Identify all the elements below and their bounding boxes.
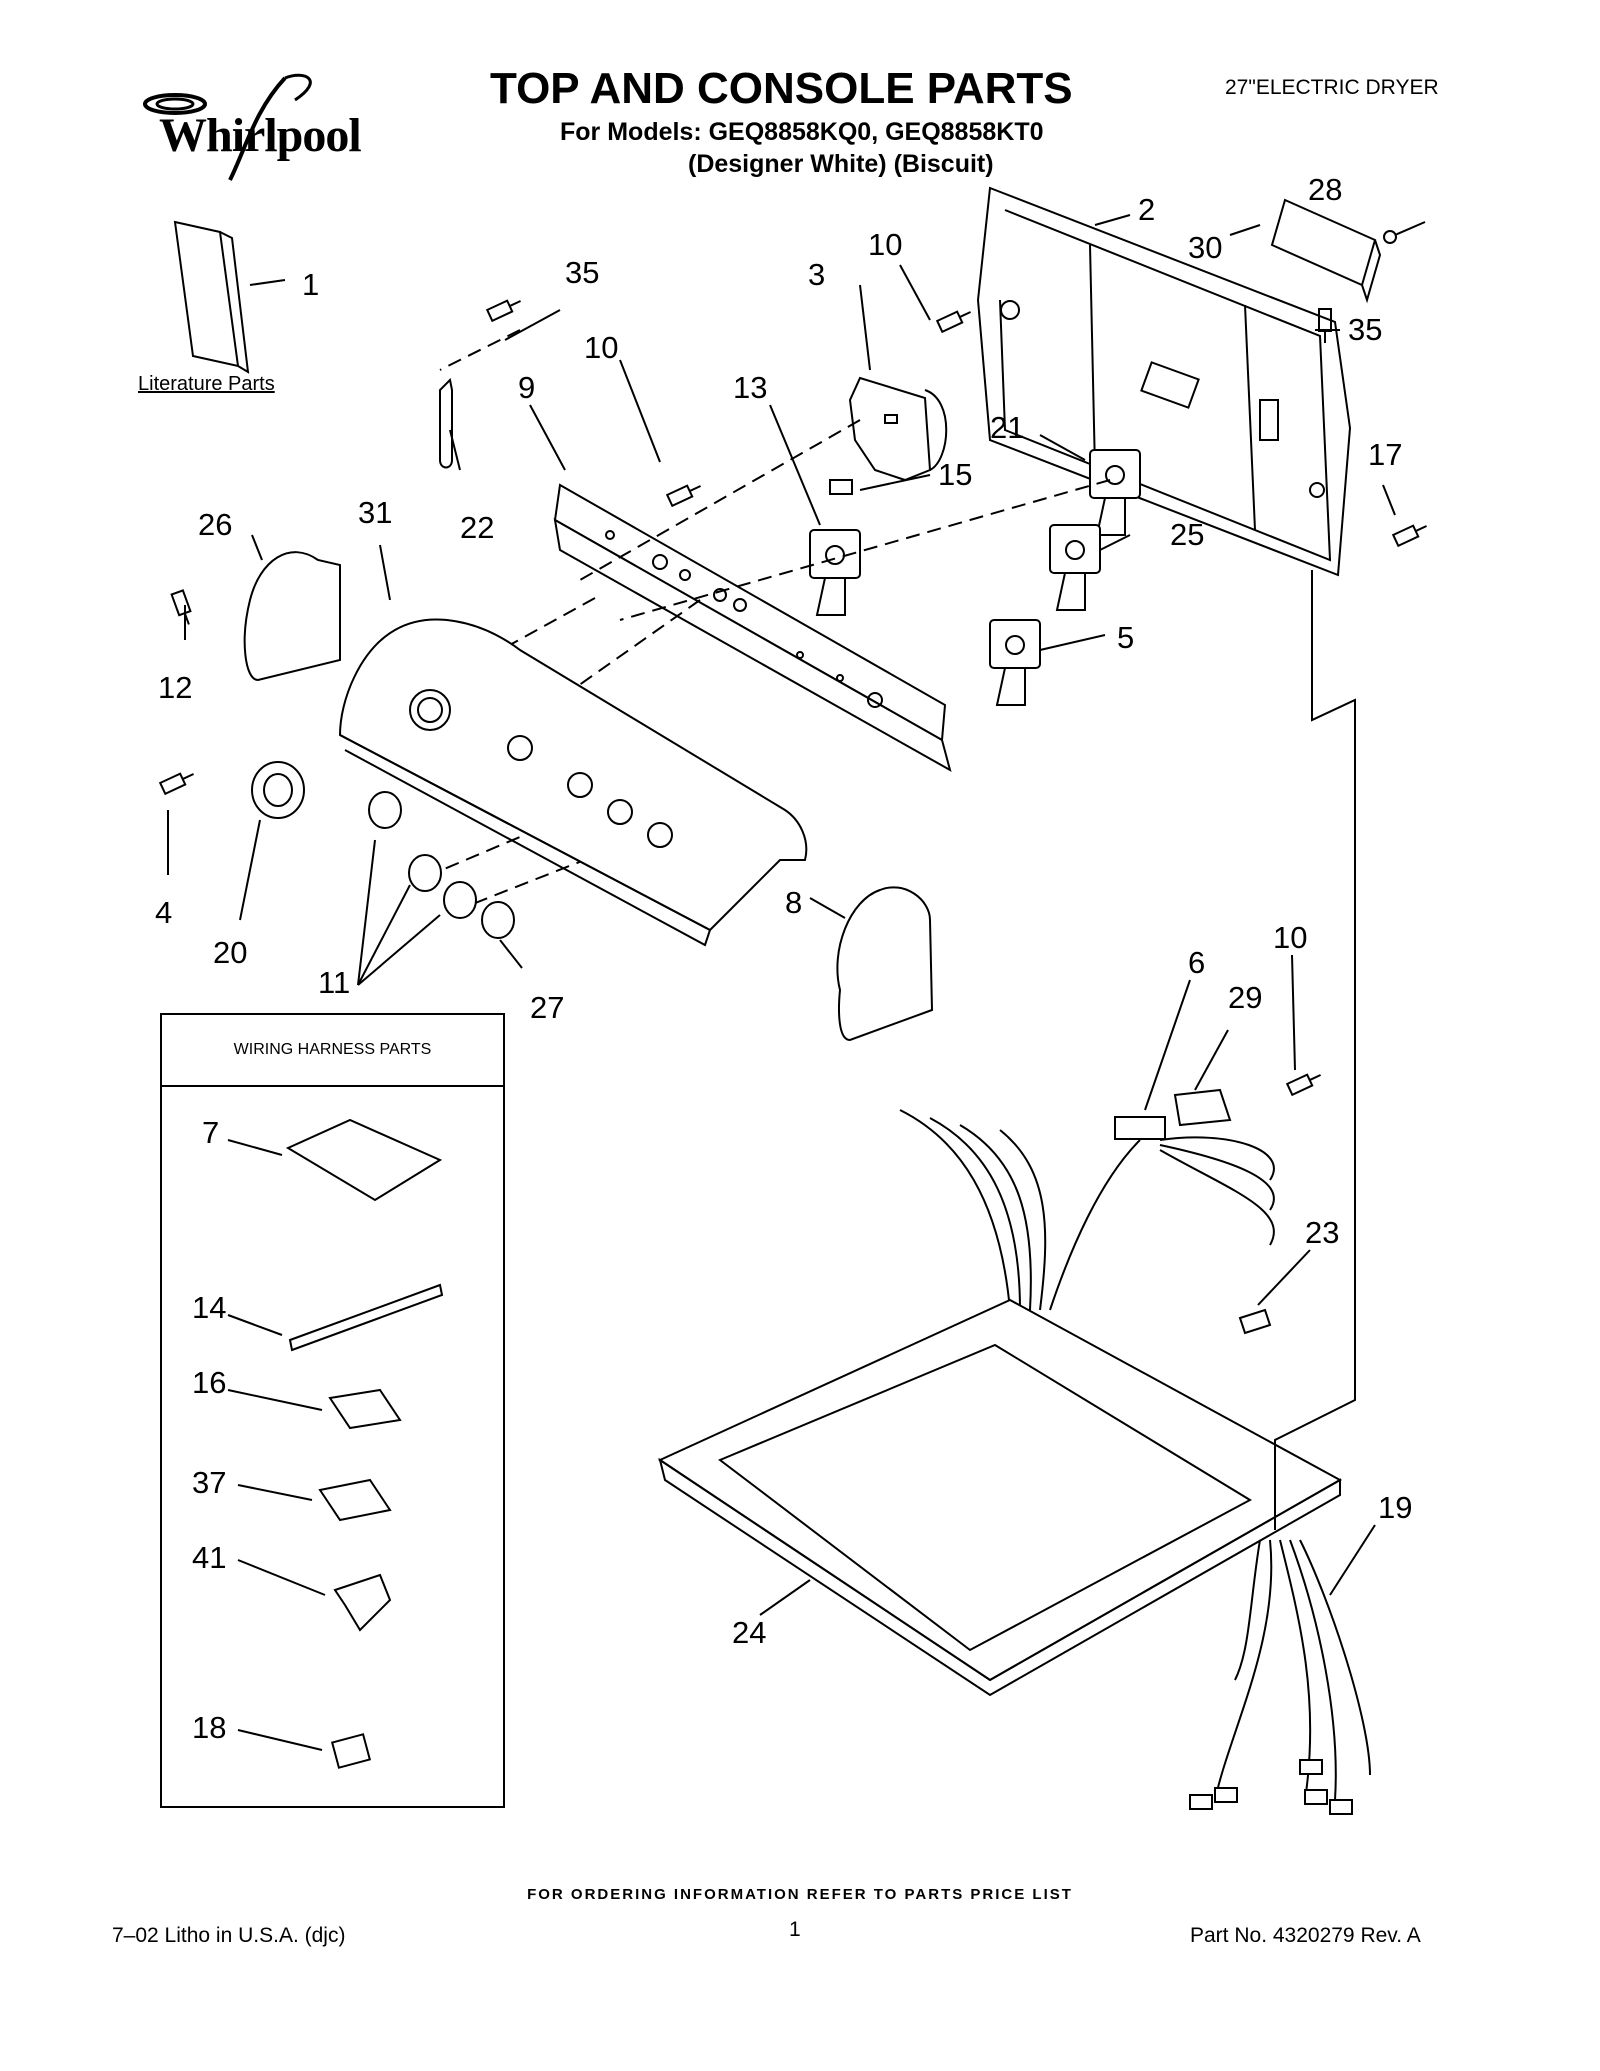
callout-35b: 35 (1348, 312, 1382, 347)
knobs (251, 761, 515, 939)
latch-part (439, 377, 453, 469)
harness-box-parts (285, 1118, 444, 1769)
callout-21: 21 (990, 410, 1024, 445)
callout-41: 41 (192, 1540, 226, 1575)
page-number: 1 (789, 1918, 801, 1941)
console-front-panel (338, 618, 808, 947)
control-bar (553, 483, 952, 773)
timer-switch (848, 376, 948, 482)
ordering-note: FOR ORDERING INFORMATION REFER TO PARTS … (527, 1886, 1073, 1903)
callout-14: 14 (192, 1290, 226, 1325)
wire-harness-upper (899, 1088, 1275, 1311)
console-rear-panel (976, 186, 1352, 577)
swirl-icon (143, 73, 312, 181)
literature-parts-label: Literature Parts (138, 373, 275, 395)
callout-19: 19 (1378, 1490, 1412, 1525)
callout-23: 23 (1305, 1215, 1339, 1250)
callout-22: 22 (460, 510, 494, 545)
callout-25: 25 (1170, 517, 1204, 552)
leader-lines (167, 214, 1396, 1751)
callout-29: 29 (1228, 980, 1262, 1015)
callout-20: 20 (213, 935, 247, 970)
page-title: TOP AND CONSOLE PARTS (490, 64, 1073, 113)
callout-15: 15 (938, 457, 972, 492)
ground-wire (1274, 570, 1356, 1530)
callout-2: 2 (1138, 192, 1155, 227)
wiring-harness-header: WIRING HARNESS PARTS (162, 1015, 503, 1087)
brand-wordmark: Whirlpool (159, 109, 362, 162)
top-cover (657, 1298, 1343, 1697)
wire-clip (1238, 1308, 1272, 1335)
callout-31: 31 (358, 495, 392, 530)
callout-17: 17 (1368, 437, 1402, 472)
callout-37: 37 (192, 1465, 226, 1500)
callout-6: 6 (1188, 945, 1205, 980)
model-list: For Models: GEQ8858KQ0, GEQ8858KT0 (560, 118, 1044, 146)
callout-labels: 1 2 3 10 28 30 35 35 10 9 13 21 15 17 25… (155, 172, 1412, 1745)
callout-24: 24 (732, 1615, 766, 1650)
callout-10b: 10 (584, 330, 618, 365)
mounting-bracket (1270, 198, 1426, 304)
part-number: Part No. 4320279 Rev. A (1190, 1924, 1421, 1947)
brand-logo: Whirlpool (135, 70, 395, 190)
callout-18: 18 (192, 1710, 226, 1745)
callout-5: 5 (1117, 620, 1134, 655)
callout-9: 9 (518, 370, 535, 405)
callout-10a: 10 (868, 227, 902, 262)
callout-26: 26 (198, 507, 232, 542)
callout-27: 27 (530, 990, 564, 1025)
callout-35a: 35 (565, 255, 599, 290)
callout-10c: 10 (1273, 920, 1307, 955)
callout-4: 4 (155, 895, 172, 930)
callout-16: 16 (192, 1365, 226, 1400)
litho-info: 7–02 Litho in U.S.A. (djc) (112, 1924, 346, 1947)
callout-28: 28 (1308, 172, 1342, 207)
callout-12: 12 (158, 670, 192, 705)
callout-11: 11 (318, 965, 350, 1000)
callout-1: 1 (302, 267, 319, 302)
wire-harness-lower (1189, 1539, 1371, 1815)
literature-booklet (173, 220, 250, 374)
wiring-harness-panel: WIRING HARNESS PARTS (160, 1013, 505, 1808)
callout-8: 8 (785, 885, 802, 920)
model-variants: (Designer White) (Biscuit) (688, 150, 994, 178)
callout-30: 30 (1188, 230, 1222, 265)
callout-3: 3 (808, 257, 825, 292)
rotary-switches (809, 449, 1141, 706)
knob-insert (829, 479, 853, 495)
callout-13: 13 (733, 370, 767, 405)
product-type: 27"ELECTRIC DRYER (1225, 76, 1439, 99)
callout-7: 7 (202, 1115, 219, 1150)
console-end-caps (243, 551, 934, 1042)
